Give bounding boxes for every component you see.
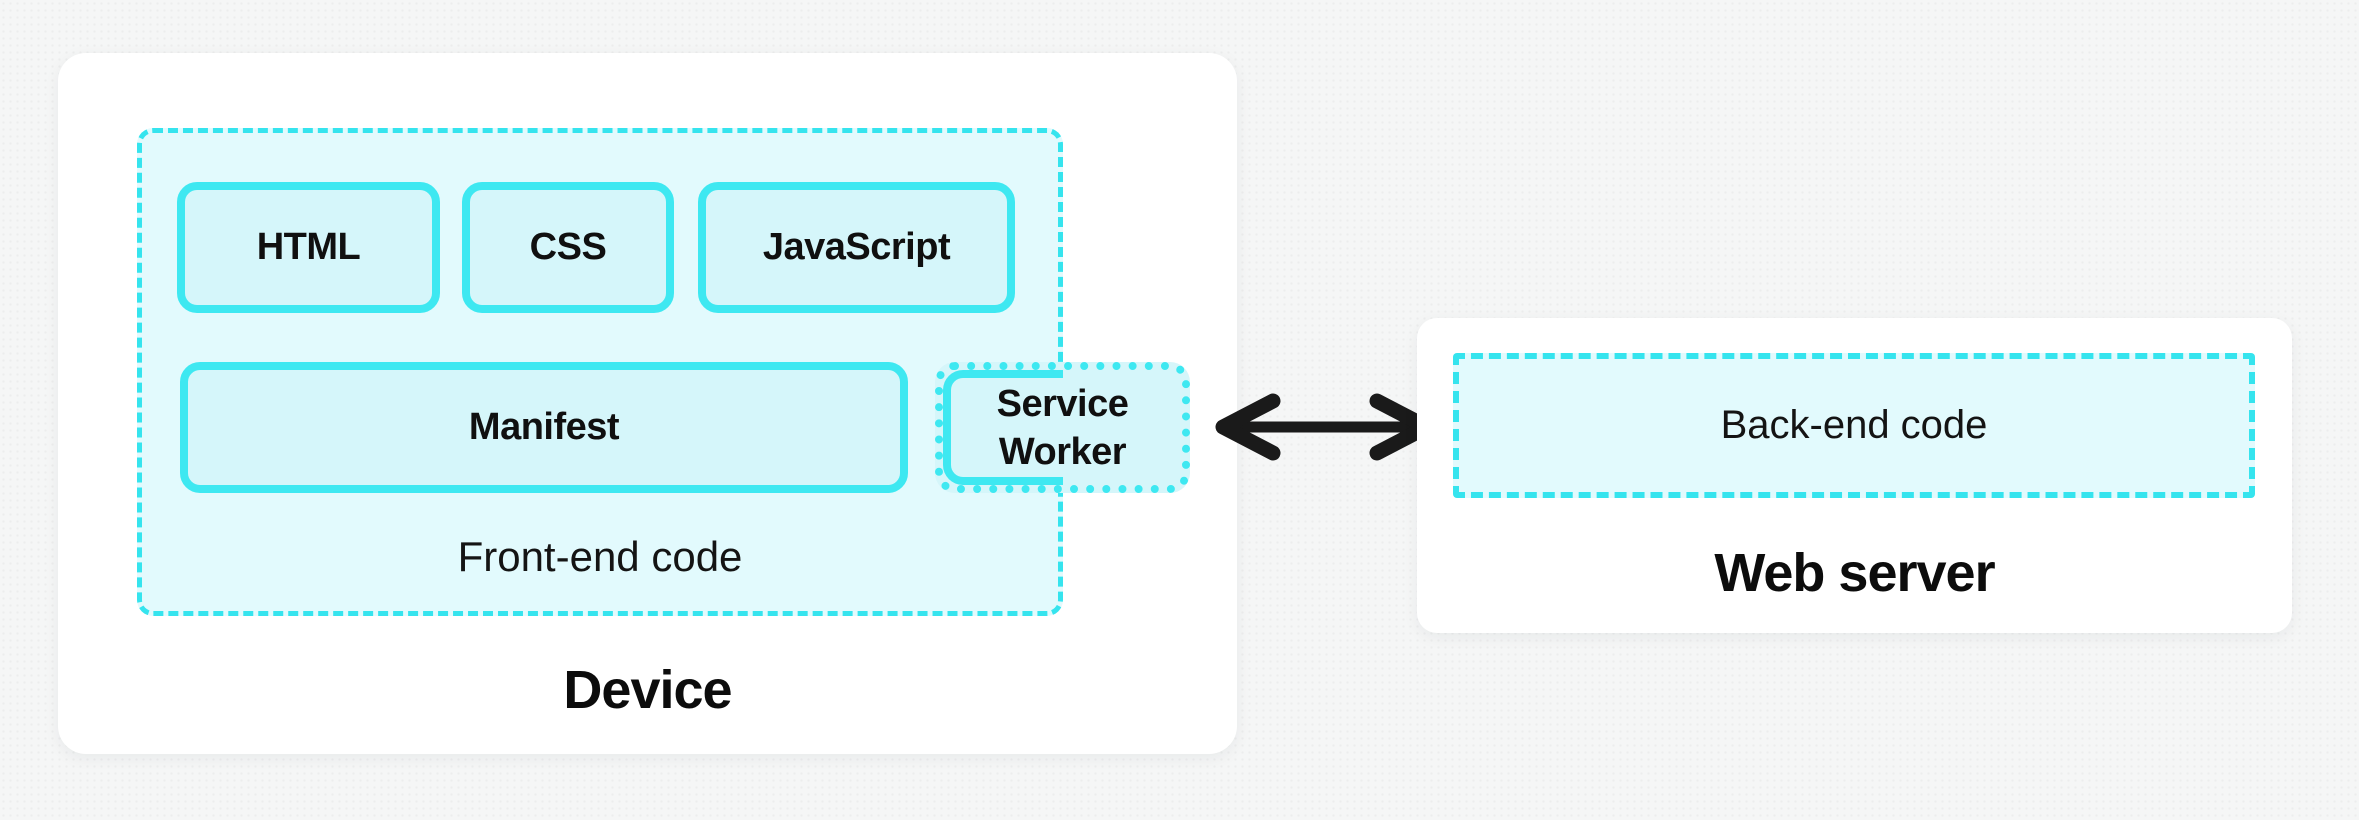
html-box: HTML [177, 182, 440, 313]
html-box-label: HTML [256, 226, 361, 268]
bidirectional-arrow-icon [1215, 393, 1435, 461]
javascript-box: JavaScript [698, 182, 1015, 313]
frontend-code-label: Front-end code [457, 533, 743, 580]
css-box-label: CSS [529, 226, 607, 268]
web-server-label: Web server [1714, 543, 1995, 603]
backend-code-box: Back-end code [1453, 353, 2255, 498]
service-worker-label-line1: Service [996, 382, 1129, 425]
javascript-box-label: JavaScript [762, 226, 951, 268]
service-worker-label: Service Worker [997, 380, 1129, 476]
device-panel: Front-end code HTML CSS JavaScript Manif… [58, 53, 1237, 754]
service-worker-label-line2: Worker [998, 430, 1127, 473]
device-label: Device [563, 660, 732, 720]
manifest-box: Manifest [180, 362, 908, 493]
backend-code-label: Back-end code [1720, 403, 1988, 447]
manifest-box-label: Manifest [468, 406, 620, 448]
service-worker-box: Service Worker [935, 362, 1190, 493]
css-box: CSS [462, 182, 674, 313]
web-server-panel: Back-end code Web server [1417, 318, 2292, 633]
